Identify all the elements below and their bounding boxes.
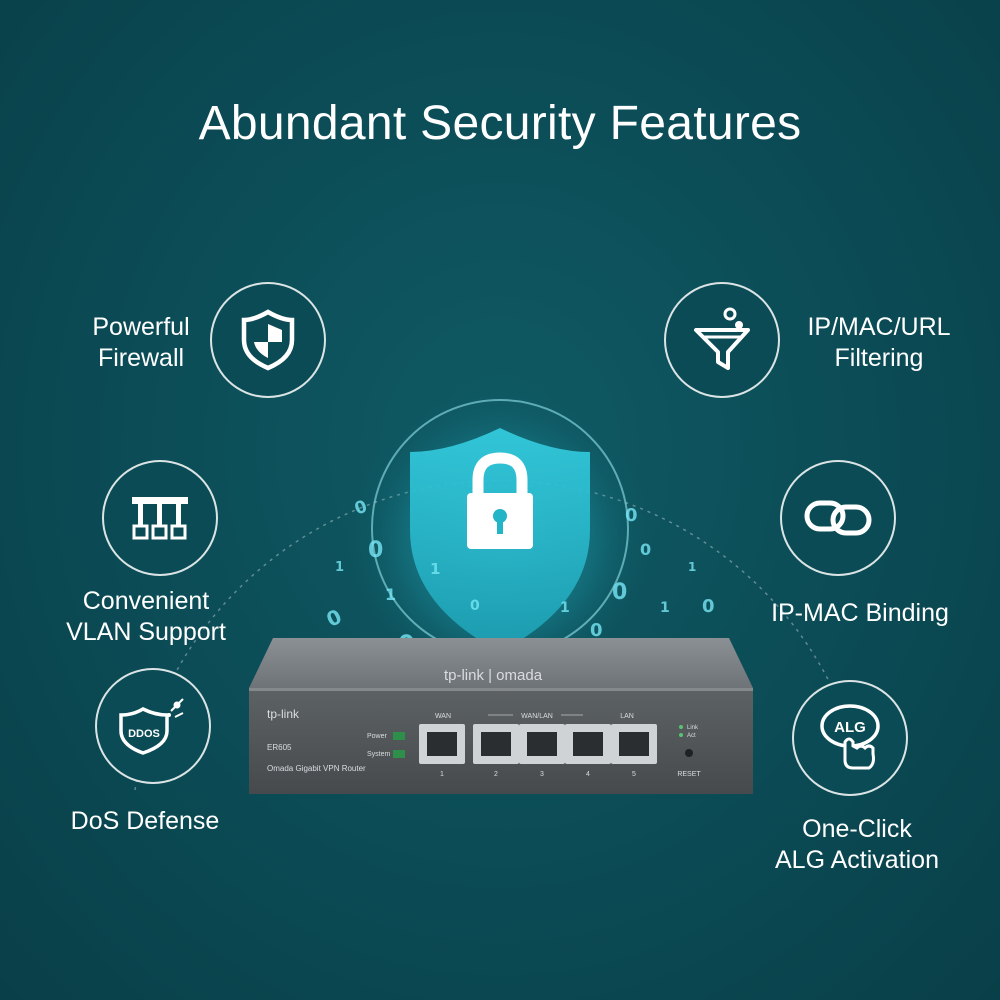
port-number-2: 2 [494, 771, 498, 778]
link-led [679, 725, 683, 729]
feature-label-binding: IP-MAC Binding [771, 599, 949, 627]
chain-link-icon [804, 500, 872, 536]
status-label-link: Link [687, 725, 699, 731]
router-description: Omada Gigabit VPN Router [267, 764, 366, 773]
filter-icon [694, 307, 750, 370]
port-number-5: 5 [632, 771, 636, 778]
feature-circle-vlan [102, 460, 218, 576]
svg-text:DDOS: DDOS [128, 728, 160, 740]
reset-button [685, 749, 693, 757]
shield-icon [241, 309, 295, 371]
port-group-lan: LAN [620, 713, 634, 720]
router-top-brand: tp-link | omada [444, 667, 543, 684]
feature-circle-filtering [664, 282, 780, 398]
feature-circle-binding [780, 460, 896, 576]
act-led [679, 733, 683, 737]
feature-circle-firewall [210, 282, 326, 398]
ddos-icon: DDOS [119, 698, 184, 755]
reset-label: RESET [677, 771, 701, 778]
router-brand: tp-link [267, 707, 300, 721]
lock-icon [467, 452, 533, 549]
led-label-system: System [367, 751, 391, 758]
port-number-1: 1 [440, 771, 444, 778]
feature-circle-alg: ALG [792, 680, 908, 796]
feature-label-dos: DoS Defense [70, 807, 220, 835]
led-label-power: Power [367, 733, 388, 740]
port-number-3: 3 [540, 771, 544, 778]
router-model: ER605 [267, 743, 292, 752]
security-shield-graphic [340, 365, 660, 680]
status-label-act: Act [687, 733, 696, 739]
alg-click-icon: ALG [820, 704, 880, 770]
system-led [393, 750, 405, 758]
vlan-network-icon [132, 497, 188, 540]
router-device: tp-link | omada tp-link ER605 Omada Giga… [249, 638, 753, 794]
port-group-wanlan: WAN/LAN [521, 713, 553, 720]
svg-text:ALG: ALG [834, 719, 866, 736]
page-title: Abundant Security Features [198, 97, 802, 150]
port-number-4: 4 [586, 771, 590, 778]
port-group-wan: WAN [435, 713, 451, 720]
power-led [393, 732, 405, 740]
feature-circle-dos: DDOS [95, 668, 211, 784]
ethernet-ports [419, 724, 657, 764]
